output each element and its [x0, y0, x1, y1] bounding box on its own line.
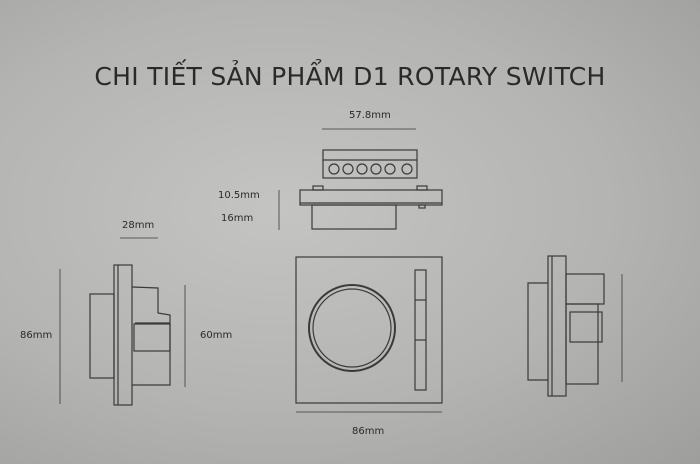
- page-title: CHI TIẾT SẢN PHẨM D1 ROTARY SWITCH: [94, 62, 606, 91]
- left-side-view: [59, 237, 186, 406]
- front-view: [295, 256, 443, 413]
- label-top-width: 57.8mm: [349, 110, 391, 121]
- label-side-depth: 28mm: [122, 220, 155, 231]
- right-side-view: [527, 255, 623, 397]
- label-front-width: 86mm: [352, 426, 385, 437]
- top-view: [278, 128, 443, 230]
- label-flange-height: 10.5mm: [218, 190, 260, 201]
- label-body-height: 60mm: [200, 330, 233, 341]
- label-body-depth: 16mm: [221, 213, 254, 224]
- label-total-height: 86mm: [20, 330, 53, 341]
